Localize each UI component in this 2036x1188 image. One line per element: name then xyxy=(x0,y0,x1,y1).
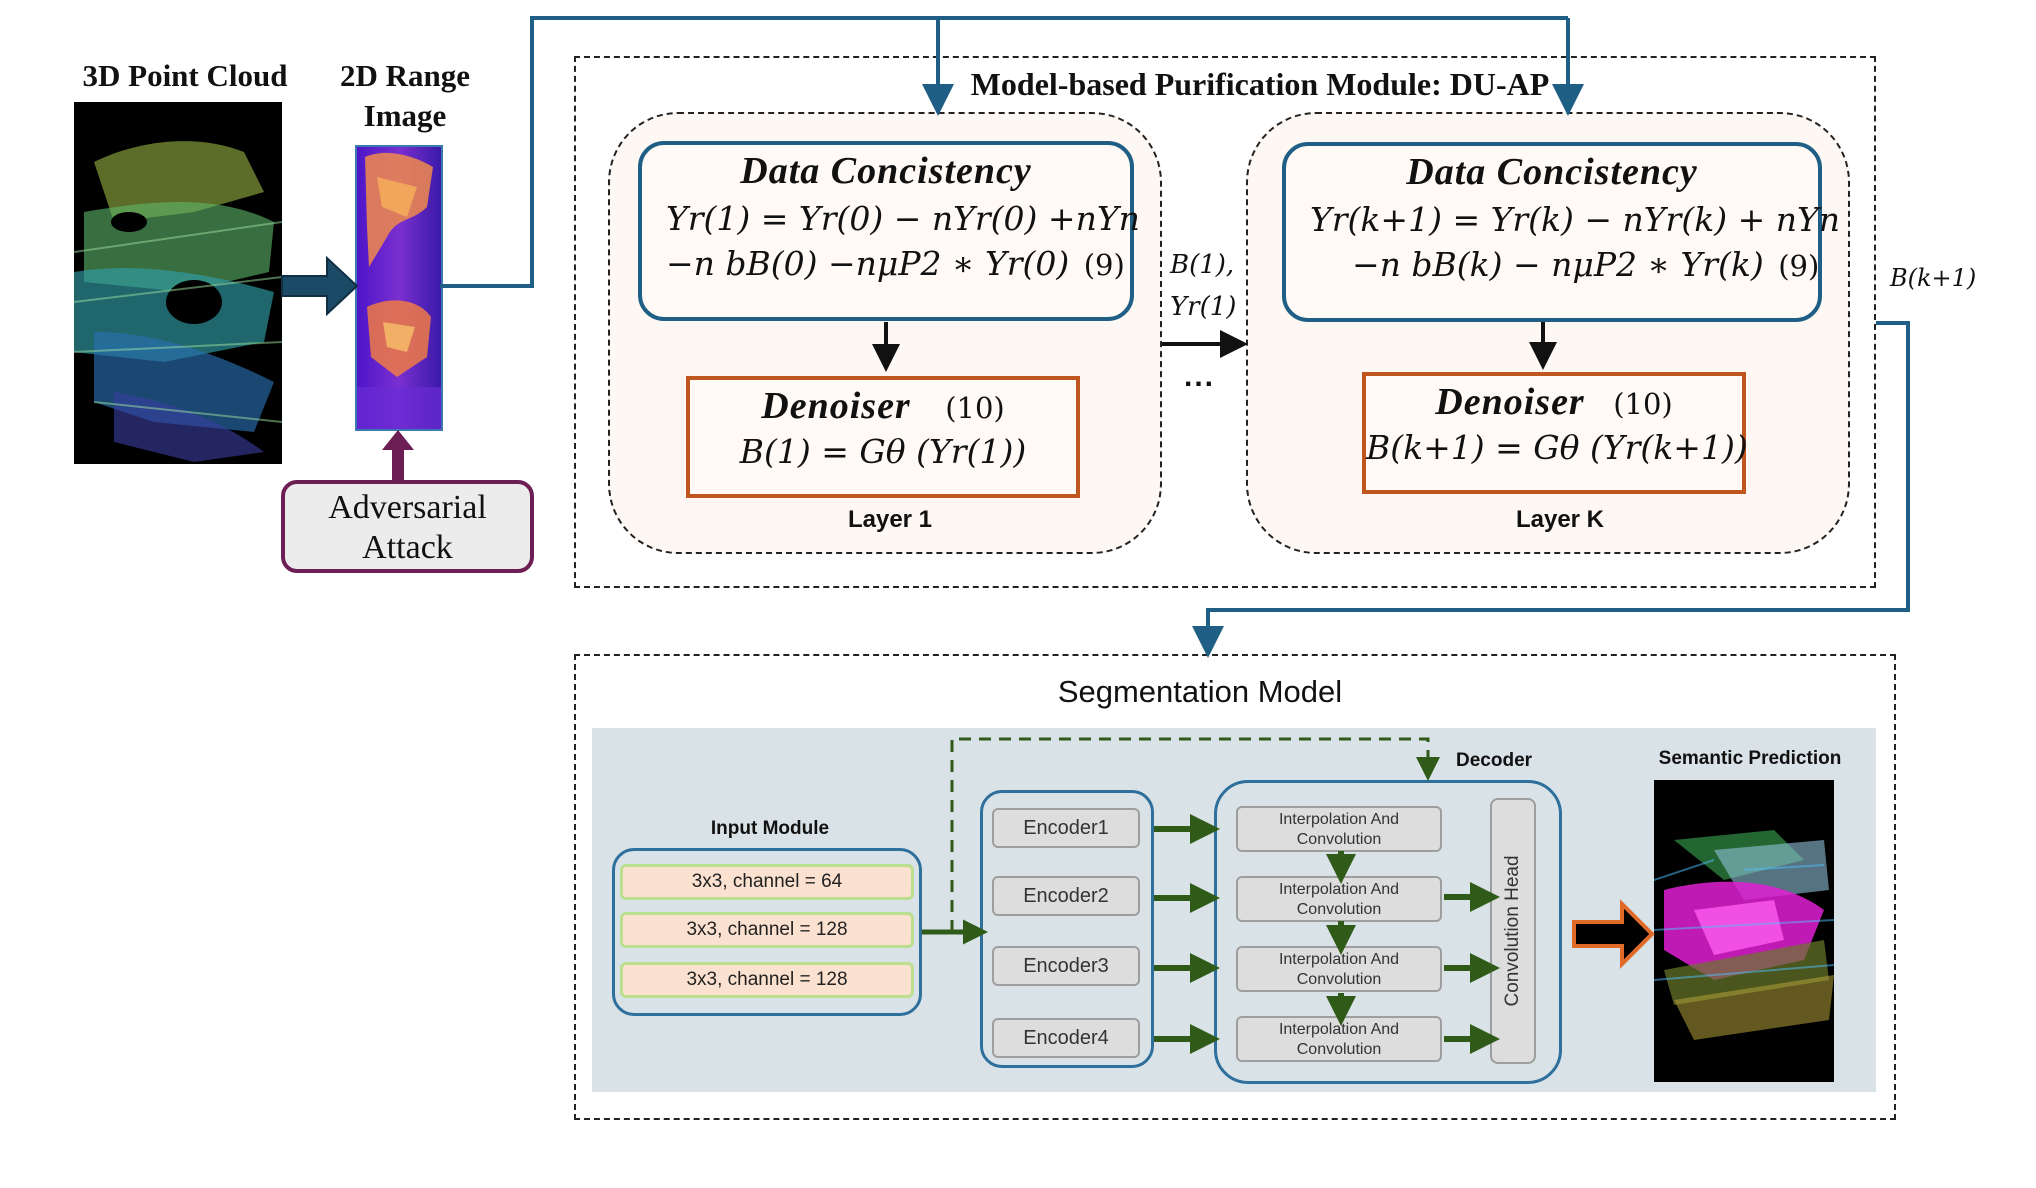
encoder-2: Encoder2 xyxy=(992,876,1140,916)
input-layer-2: 3x3, channel = 128 xyxy=(620,912,914,948)
input-module xyxy=(612,848,922,1016)
prediction-title: Semantic Prediction xyxy=(1658,748,1842,769)
segmentation-title: Segmentation Model xyxy=(1057,674,1343,709)
decoder-block-1: Interpolation And Convolution xyxy=(1236,806,1442,852)
layer-k-dc-title: Data Concistency xyxy=(1406,151,1698,193)
attack-label-line2: Attack xyxy=(362,529,453,566)
range-image-title-line2: Image xyxy=(363,98,447,133)
decoder-block-3: Interpolation And Convolution xyxy=(1236,946,1442,992)
layer-1-dc-title: Data Concistency xyxy=(740,150,1032,192)
encoder-4: Encoder4 xyxy=(992,1018,1140,1058)
point-cloud-image xyxy=(74,102,282,464)
adversarial-attack-box: Adversarial Attack xyxy=(281,480,534,573)
point-cloud-render xyxy=(74,102,282,464)
layer-1-dc-eq-num: (9) xyxy=(1083,248,1125,282)
semantic-prediction-render xyxy=(1654,780,1834,1082)
semantic-prediction-image xyxy=(1654,780,1834,1082)
layer-k-denoiser: Denoiser (10) B(k+1) = Gθ (Yr(k+1)) xyxy=(1362,372,1748,494)
layer-1-dc-eq-line2: −n bB(0) −nμP2 ∗ Yr(0) xyxy=(666,244,1070,283)
layer-1-dn-eq: B(1) = Gθ (Yr(1)) xyxy=(739,432,1027,471)
module-title: Model-based Purification Module: DU-AP xyxy=(950,64,1570,104)
range-image-title-line1: 2D Range xyxy=(339,58,471,93)
attack-label-line1: Adversarial xyxy=(328,489,487,526)
encoder-1: Encoder1 xyxy=(992,808,1140,848)
between-b-label: B(1), xyxy=(1170,250,1235,280)
decoder-block-2: Interpolation And Convolution xyxy=(1236,876,1442,922)
layer-k-dc-eq-row2: −n bB(k) − nμP2 ∗ Yr(k) (9) xyxy=(1352,245,1820,284)
ellipsis-label: ... xyxy=(1184,360,1216,393)
layer-k-dc-eq-line2: −n bB(k) − nμP2 ∗ Yr(k) xyxy=(1352,245,1764,284)
decoder-block-4: Interpolation And Convolution xyxy=(1236,1016,1442,1062)
layer-k-data-consistency: Data Concistency Yr(k+1) = Yr(k) − nYr(k… xyxy=(1282,142,1840,322)
range-image-render xyxy=(357,147,441,429)
decoder-title: Decoder xyxy=(1456,750,1533,771)
layer-k-dn-header: Denoiser (10) xyxy=(1366,380,1742,424)
range-image xyxy=(355,145,443,431)
layer-1-dn-eq-num: (10) xyxy=(945,391,1005,425)
input-layer-1: 3x3, channel = 64 xyxy=(620,864,914,900)
layer-k-dn-eq-num: (10) xyxy=(1613,387,1673,421)
layer-1-dn-header: Denoiser (10) xyxy=(690,384,1076,428)
layer-1-denoiser: Denoiser (10) B(1) = Gθ (Yr(1)) xyxy=(686,376,1080,498)
encoder-3: Encoder3 xyxy=(992,946,1140,986)
layer-k-dc-eq-line1: Yr(k+1) = Yr(k) − nYr(k) + nYn xyxy=(1310,200,1840,239)
layer-k-dn-eq: B(k+1) = Gθ (Yr(k+1)) xyxy=(1366,428,1748,467)
layer-1-dc-eq-line1: Yr(1) = Yr(0) − nYr(0) +nYn xyxy=(666,199,1140,238)
right-b-label: B(k+1) xyxy=(1890,264,1977,292)
layer-1-dc-eq-row2: −n bB(0) −nμP2 ∗ Yr(0) (9) xyxy=(666,244,1130,283)
layer-k-dc-eq-num: (9) xyxy=(1778,249,1820,283)
convolution-head: Convolution Head xyxy=(1490,798,1536,1064)
range-image-title: 2D Range Image xyxy=(325,56,485,136)
layer-1-label: Layer 1 xyxy=(847,506,933,533)
layer-k-dn-title: Denoiser xyxy=(1435,381,1585,423)
input-module-title: Input Module xyxy=(710,818,830,839)
segmentation-model xyxy=(574,654,1896,1120)
layer-1-dn-title: Denoiser xyxy=(761,385,911,427)
arrow-cloud-to-range xyxy=(281,255,359,317)
arrow-attack-to-range xyxy=(382,430,414,480)
layer-1-data-consistency: Data Concistency Yr(1) = Yr(0) − nYr(0) … xyxy=(638,141,1140,321)
between-y-label: Yr(1) xyxy=(1170,292,1237,322)
input-layer-3: 3x3, channel = 128 xyxy=(620,962,914,998)
convolution-head-label: Convolution Head xyxy=(1502,855,1523,1007)
point-cloud-title: 3D Point Cloud xyxy=(82,58,288,93)
layer-k-label: Layer K xyxy=(1515,506,1605,533)
